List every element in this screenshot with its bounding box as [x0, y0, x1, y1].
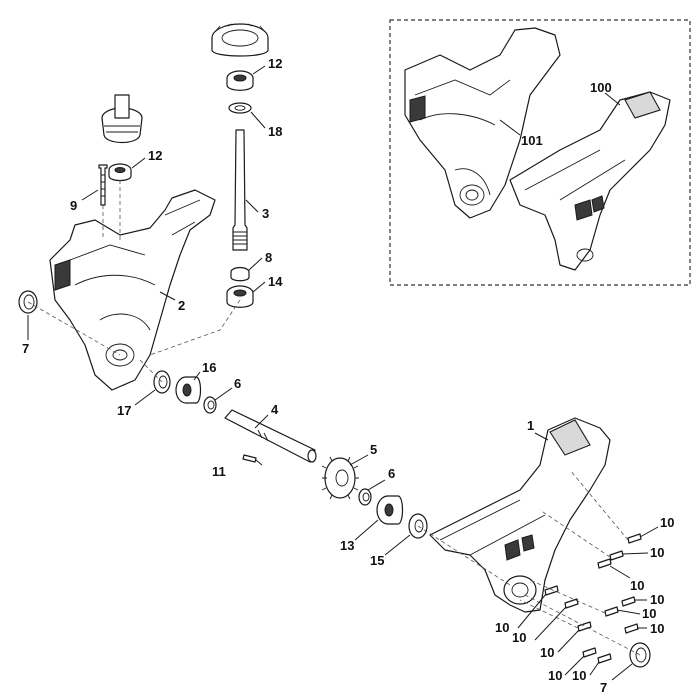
label-12-left: 12 [148, 148, 162, 163]
label-5: 5 [370, 442, 377, 457]
label-1: 1 [527, 418, 534, 433]
label-4: 4 [271, 402, 279, 417]
screw-9 [98, 164, 108, 206]
label-10-h: 10 [512, 630, 526, 645]
ring-6-lower [358, 488, 372, 506]
inset-cover-100 [509, 91, 671, 271]
label-8: 8 [265, 250, 272, 265]
shaft-4 [224, 409, 317, 463]
bearing-12-top [226, 70, 254, 91]
label-10-f: 10 [650, 621, 664, 636]
washer-18 [228, 102, 252, 114]
label-2: 2 [178, 298, 185, 313]
screws-10 [544, 533, 642, 664]
label-10-a: 10 [660, 515, 674, 530]
bearing-13 [376, 495, 404, 525]
label-101: 101 [521, 133, 543, 148]
label-13: 13 [340, 538, 354, 553]
label-12-top: 12 [268, 56, 282, 71]
label-10-b: 10 [650, 545, 664, 560]
label-10-j: 10 [548, 668, 562, 683]
label-18: 18 [268, 124, 282, 139]
label-10-k: 10 [572, 668, 586, 683]
assembly-guide-lines [27, 180, 641, 656]
gear-5 [321, 456, 359, 500]
label-14: 14 [268, 274, 283, 289]
label-9: 9 [70, 198, 77, 213]
housing-2 [49, 189, 216, 391]
label-17: 17 [117, 403, 131, 418]
bearing-16 [175, 376, 202, 404]
inset-housing-101 [404, 27, 561, 219]
cover-1 [429, 417, 611, 613]
label-6-lower: 6 [388, 466, 395, 481]
label-10-g: 10 [495, 620, 509, 635]
ring-8 [230, 266, 250, 282]
shaft-3 [232, 129, 248, 251]
ring-6-upper [203, 396, 217, 414]
label-10-c: 10 [630, 578, 644, 593]
inset-frame [389, 19, 691, 286]
bearing-14 [226, 285, 254, 308]
part-number-labels: 1 2 3 4 5 6 6 7 7 8 9 11 12 12 13 14 15 … [22, 56, 674, 695]
label-7-left: 7 [22, 341, 29, 356]
label-3: 3 [262, 206, 269, 221]
label-6-upper: 6 [234, 376, 241, 391]
label-10-d: 10 [650, 592, 664, 607]
key-11 [242, 454, 257, 463]
label-15: 15 [370, 553, 384, 568]
left-gear [101, 94, 143, 144]
bearing-12-left [108, 163, 132, 182]
callout-leaders [27, 65, 659, 681]
top-gear [211, 23, 269, 57]
label-11: 11 [212, 464, 226, 479]
label-10-i: 10 [540, 645, 554, 660]
label-10-e: 10 [642, 606, 656, 621]
label-100: 100 [590, 80, 612, 95]
label-16: 16 [202, 360, 216, 375]
label-7-right: 7 [600, 680, 607, 695]
